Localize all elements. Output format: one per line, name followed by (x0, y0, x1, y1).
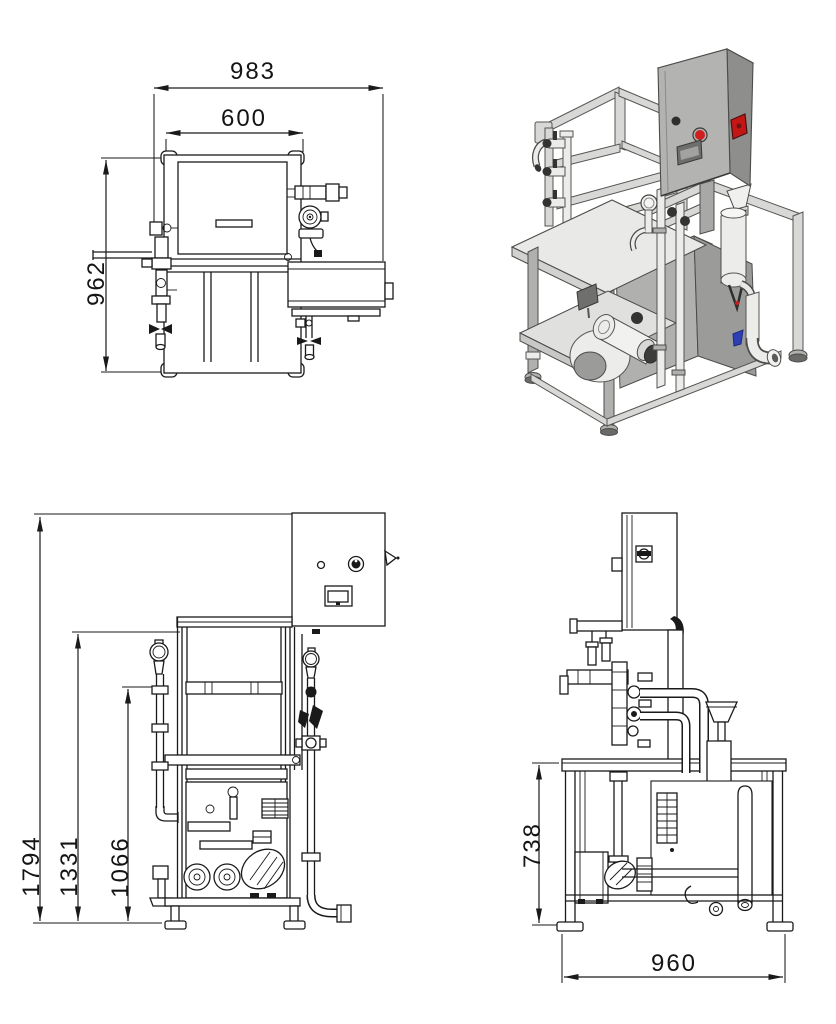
iso-strap (727, 281, 745, 313)
iso-tap-valves (542, 131, 566, 208)
dim-label-overall-width: 983 (230, 58, 276, 85)
front-frame (164, 616, 303, 905)
iso-valve-knob (631, 312, 643, 324)
iso-button-dark (671, 116, 681, 126)
top-drain-valve (295, 316, 321, 361)
iso-pressure-gauge (640, 194, 658, 212)
front-flag (384, 549, 398, 567)
iso-drain (732, 280, 782, 367)
top-valve-assembly (287, 183, 348, 257)
iso-motor-box (576, 283, 599, 311)
side-view-machine (556, 512, 794, 932)
side-valve-cluster (559, 631, 653, 748)
front-view-machine (149, 512, 400, 930)
side-base (556, 894, 794, 932)
tank-slot (215, 219, 253, 228)
front-view-dimensions: 1794 1331 1066 (18, 513, 292, 924)
top-left-valve-train (141, 221, 178, 351)
side-bay (574, 771, 773, 917)
iso-valve-knob (680, 216, 690, 226)
dim-label-pipe-height: 1066 (107, 836, 134, 897)
dim-label-table-height: 738 (519, 822, 546, 868)
side-pump (604, 860, 636, 890)
isometric-view (510, 48, 808, 436)
side-pipes-down (640, 688, 709, 773)
top-view-machine (92, 150, 394, 378)
top-housing (287, 261, 394, 322)
iso-piping (629, 179, 715, 393)
iso-valve-knob (667, 207, 677, 217)
iso-blue-handle (732, 329, 744, 347)
dim-label-overall-depth: 962 (83, 260, 110, 306)
dim-label-tank-width: 600 (221, 105, 267, 132)
dim-label-depth: 960 (651, 950, 697, 977)
side-view-dimensions: 738 960 (519, 762, 786, 983)
dim-label-overall-height: 1794 (18, 835, 45, 896)
front-pump (240, 848, 286, 890)
front-right-gauge (295, 647, 327, 900)
iso-pilot-light (695, 130, 705, 140)
iso-vessel (720, 183, 752, 313)
iso-red-dot (735, 301, 739, 305)
iso-control-cabinet (656, 48, 755, 197)
side-control-box (569, 512, 684, 647)
dim-label-frame-height: 1331 (56, 835, 83, 896)
top-view: 983 600 962 (83, 58, 394, 378)
front-control-box (291, 512, 400, 634)
front-base (164, 894, 352, 930)
front-cabinet (183, 768, 289, 899)
top-view-dimensions: 983 600 962 (83, 58, 384, 373)
front-left-gauge (149, 639, 179, 823)
side-drain-pipe (737, 785, 753, 904)
side-table-top (561, 758, 787, 772)
side-view: 738 960 (519, 512, 794, 983)
front-view: 1794 1331 1066 (18, 512, 400, 930)
